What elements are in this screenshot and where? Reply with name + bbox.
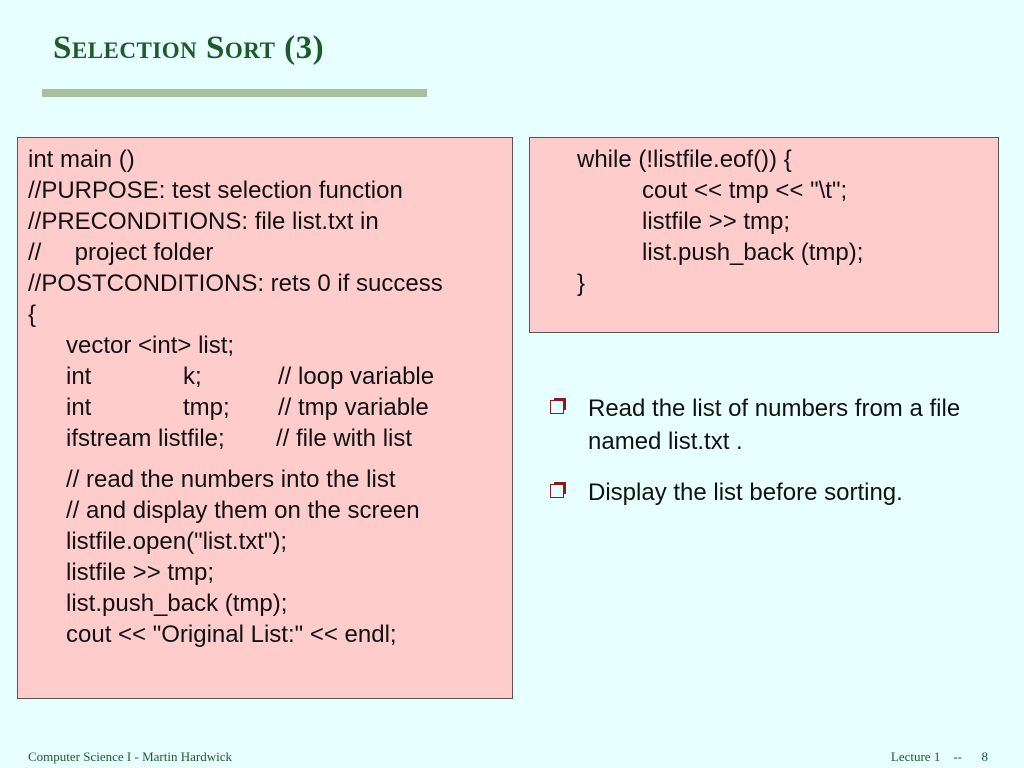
code-line: list.push_back (tmp); [66,590,288,617]
code-line: while (!listfile.eof()) { [577,146,792,173]
decl-stream: ifstream listfile; [66,425,225,452]
code-line: cout << "Original List:" << endl; [66,621,397,648]
footer-page-number: 8 [981,749,989,764]
decl-comment: // loop variable [278,363,435,390]
footer-course: Computer Science I - Martin Hardwick [28,749,232,764]
code-line: //PURPOSE: test selection function [28,177,403,204]
bullet-list: Read the list of numbers from a file nam… [550,392,1000,527]
code-line: // project folder [28,239,214,266]
footer-page-info: Lecture 1 -- 8 [891,749,988,765]
code-line: //POSTCONDITIONS: rets 0 if success [28,270,443,297]
bullet-text: Display the list before sorting. [588,479,903,506]
code-line: vector <int> list; [66,332,235,359]
code-line: // read the numbers into the list [66,466,396,493]
footer-separator: -- [953,749,962,764]
code-line: list.push_back (tmp); [642,239,864,266]
decl-comment: // tmp variable [278,394,429,421]
decl-name: k; [183,363,202,390]
code-line-decl-tmp: int tmp; // tmp variable [28,392,512,423]
decl-type: int [66,363,92,390]
code-line: int main () [28,146,135,173]
footer-lecture: Lecture 1 [890,749,941,764]
decl-comment: // file with list [276,425,413,452]
code-line: listfile >> tmp; [642,208,791,235]
loop-code-box: while (!listfile.eof()) { cout << tmp <<… [529,137,999,333]
main-code-box: int main () //PURPOSE: test selection fu… [17,137,513,699]
slide-title: Selection Sort (3) [53,30,325,66]
code-line: listfile.open("list.txt"); [66,528,288,555]
bullet-item: Read the list of numbers from a file nam… [550,392,1000,458]
bullet-text: Read the list of numbers from a file nam… [588,395,961,455]
decl-name: tmp; [183,394,230,421]
code-line: //PRECONDITIONS: file list.txt in [28,208,379,235]
code-line: // and display them on the screen [66,497,420,524]
code-line-decl-k: int k; // loop variable [28,361,512,392]
code-line: cout << tmp << "\t"; [642,177,848,204]
checkbox-bullet-icon [550,484,564,498]
code-line: { [28,301,37,328]
checkbox-bullet-icon [550,400,564,414]
code-line: listfile >> tmp; [66,559,215,586]
decl-type: int [66,394,92,421]
title-underline [42,89,427,97]
bullet-item: Display the list before sorting. [550,476,1000,509]
code-line: } [577,270,586,297]
code-line-decl-ifstream: ifstream listfile; // file with list [28,423,512,454]
